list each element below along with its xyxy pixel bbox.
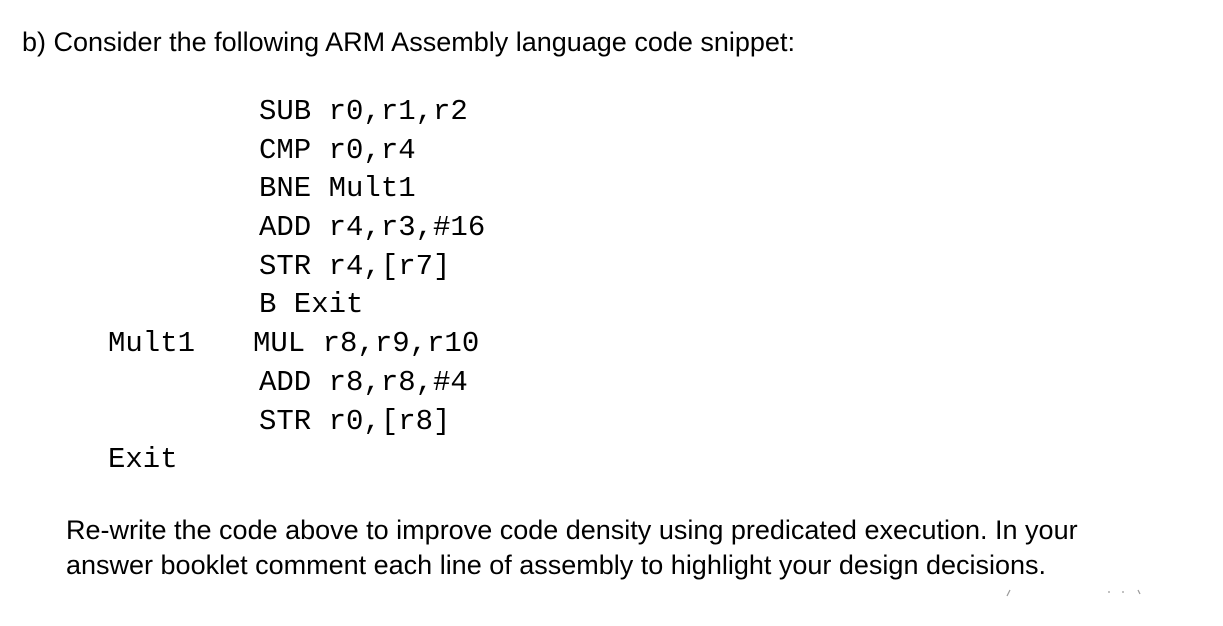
question-instructions: Re-write the code above to improve code … <box>66 515 1078 580</box>
code-line-str-r4: STR r4,[r7] <box>259 250 451 283</box>
code-block: SUB r0,r1,r2 CMP r0,r4 BNE Mult1 ADD r4,… <box>0 0 485 495</box>
stray-marks <box>1004 584 1144 603</box>
code-label-exit: Exit <box>108 443 178 476</box>
code-label-mult1: Mult1 <box>108 327 196 360</box>
question-heading: b) Consider the following ARM Assembly l… <box>22 27 795 57</box>
code-line-b-exit: B Exit <box>259 288 364 321</box>
code-line-add-r8: ADD r8,r8,#4 <box>259 366 468 399</box>
code-line-str-r0: STR r0,[r8] <box>259 405 451 438</box>
code-line-mul: MUL r8,r9,r10 <box>253 327 480 360</box>
code-line-add-r4: ADD r4,r3,#16 <box>259 211 486 244</box>
code-line-cmp: CMP r0,r4 <box>259 134 416 167</box>
faint-marks-icon <box>1006 589 1141 597</box>
code-line-sub: SUB r0,r1,r2 <box>259 95 468 128</box>
code-line-bne: BNE Mult1 <box>259 172 416 205</box>
